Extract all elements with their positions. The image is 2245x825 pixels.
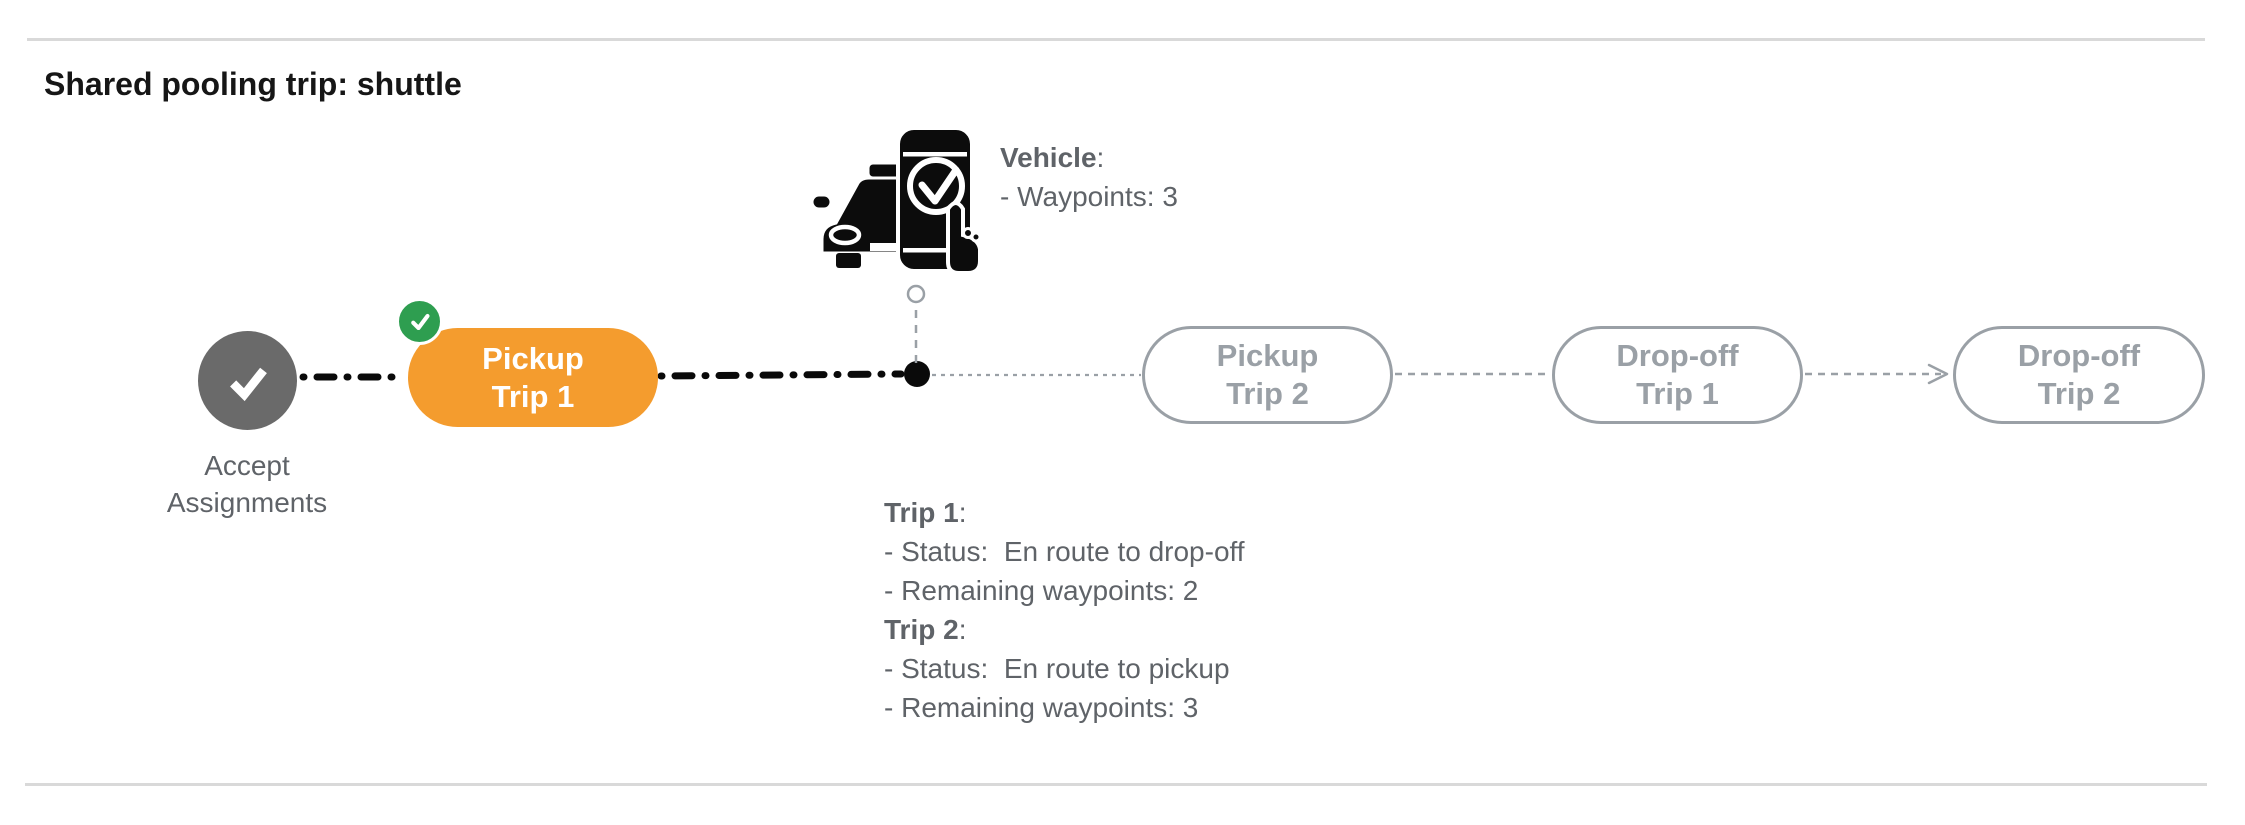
page-title: Shared pooling trip: shuttle [44, 66, 462, 102]
arrowhead-icon [1927, 363, 1949, 385]
vehicle-waypoints-line: - Waypoints: 3 [1000, 181, 1178, 212]
vehicle-info: Vehicle: - Waypoints: 3 [1000, 138, 1178, 216]
vehicle-position-dot [904, 361, 930, 387]
check-icon [410, 313, 430, 330]
check-icon [229, 367, 267, 401]
vehicle-link-circle [906, 284, 926, 304]
car-with-phone-check-icon [812, 127, 982, 274]
accept-assignments-label: Accept Assignments [166, 450, 328, 518]
trip-1-status-line: - Status: En route to drop-off [884, 536, 1245, 567]
vehicle-info-heading: Vehicle: [1000, 142, 1105, 173]
trip-2-waypoints-line: - Remaining waypoints: 3 [884, 692, 1199, 723]
bottom-divider [25, 783, 2207, 786]
trip-1-label: Trip 1: [884, 497, 967, 528]
top-divider [27, 38, 2205, 41]
node-dropoff-trip-2: Drop-off Trip 2 [1953, 326, 2205, 424]
node-pickup-trip-1: Pickup Trip 1 [408, 328, 658, 427]
trip-2-label: Trip 2: [884, 614, 967, 645]
node-accept-assignments [198, 331, 297, 430]
node-pickup-trip-2: Pickup Trip 2 [1142, 326, 1393, 424]
connector-pickup1-to-vehicle [657, 370, 905, 380]
completed-badge [396, 298, 443, 345]
trip-1-waypoints-line: - Remaining waypoints: 2 [884, 575, 1199, 606]
trip-status-panel: Trip 1: - Status: En route to drop-off -… [884, 493, 1245, 727]
node-dropoff-trip-1: Drop-off Trip 1 [1552, 326, 1803, 424]
trip-2-status-line: - Status: En route to pickup [884, 653, 1230, 684]
